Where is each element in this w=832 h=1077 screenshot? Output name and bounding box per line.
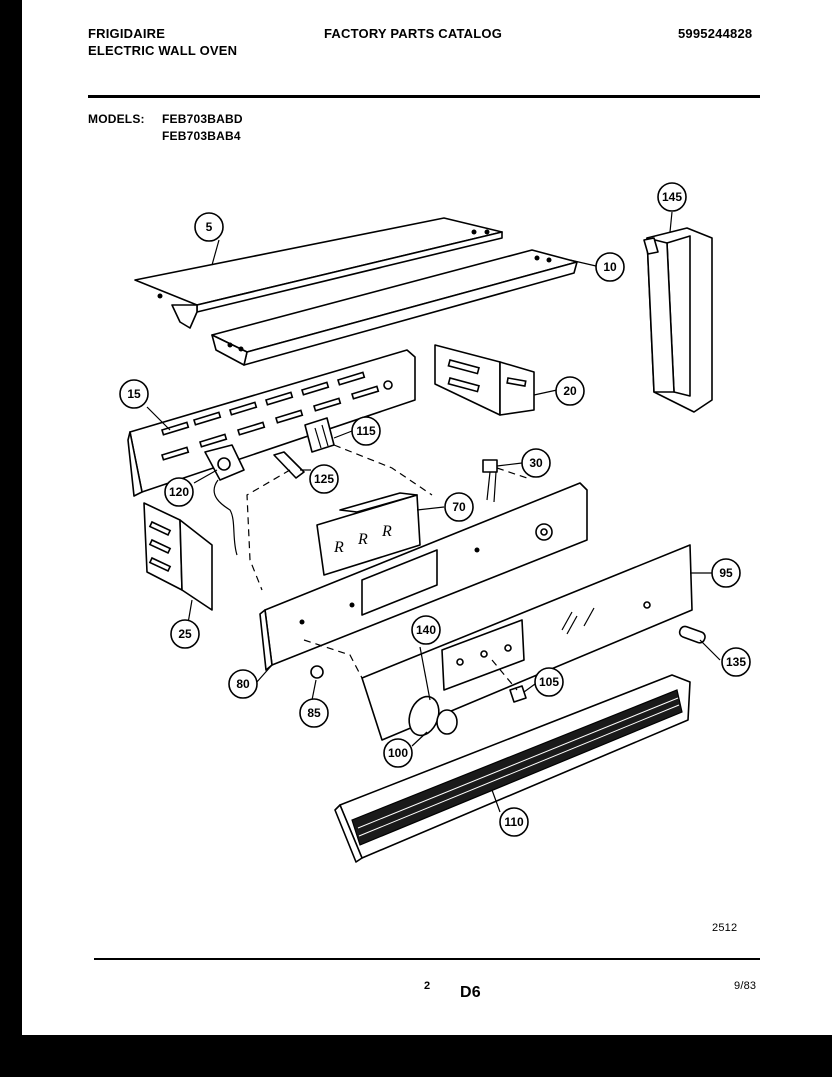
part-glass-panel-95 bbox=[361, 544, 693, 741]
exploded-parts-diagram: R R R bbox=[119, 182, 751, 863]
callout-circle bbox=[309, 464, 339, 494]
part-switch-105 bbox=[509, 685, 527, 703]
callout-circle bbox=[521, 448, 551, 478]
callout-25: 25 bbox=[170, 619, 200, 649]
callout-20: 20 bbox=[555, 376, 585, 406]
callout-label: 135 bbox=[726, 655, 746, 669]
callout-circle bbox=[721, 647, 751, 677]
callout-135: 135 bbox=[721, 647, 751, 677]
svg-text:R: R bbox=[357, 531, 368, 548]
callout-circle bbox=[170, 619, 200, 649]
date-code: 9/83 bbox=[734, 980, 757, 992]
callout-10: 10 bbox=[595, 252, 625, 282]
callout-circle bbox=[711, 558, 741, 588]
part-switch-115 bbox=[304, 417, 335, 453]
callout-label: 5 bbox=[206, 220, 213, 234]
models-label: MODELS: bbox=[88, 112, 145, 126]
callout-circle bbox=[351, 416, 381, 446]
catalog-sheet: FRIGIDAIRE ELECTRIC WALL OVEN FACTORY PA… bbox=[22, 0, 832, 1035]
callout-85: 85 bbox=[299, 698, 329, 728]
catalog-number: 5995244828 bbox=[678, 26, 753, 41]
figure-code: 2512 bbox=[712, 922, 738, 934]
callout-label: 30 bbox=[529, 456, 543, 470]
part-thermostat-120 bbox=[204, 444, 245, 556]
section-code: D6 bbox=[460, 984, 481, 1001]
callout-80: 80 bbox=[228, 669, 258, 699]
part-lamp-135 bbox=[678, 625, 706, 644]
callout-15: 15 bbox=[119, 379, 149, 409]
callout-95: 95 bbox=[711, 558, 741, 588]
callout-label: 115 bbox=[356, 424, 376, 438]
svg-text:R: R bbox=[333, 539, 344, 556]
header-rule bbox=[88, 95, 760, 98]
part-bracket-20 bbox=[434, 344, 535, 416]
part-back-panel-15 bbox=[127, 349, 416, 497]
part-top-trim-5 bbox=[134, 217, 503, 329]
part-handle-110 bbox=[334, 674, 691, 863]
callout-circle bbox=[555, 376, 585, 406]
callout-circle bbox=[119, 379, 149, 409]
model-number-1: FEB703BABD bbox=[162, 112, 243, 126]
callout-label: 100 bbox=[388, 746, 408, 760]
callout-105: 105 bbox=[534, 667, 564, 697]
callout-circle bbox=[534, 667, 564, 697]
part-indicator-85 bbox=[310, 665, 324, 679]
callout-circle bbox=[299, 698, 329, 728]
part-terminal-30 bbox=[482, 459, 498, 503]
part-knob-140 bbox=[408, 695, 458, 737]
product-name: ELECTRIC WALL OVEN bbox=[88, 43, 238, 58]
part-vent-duct-145 bbox=[643, 227, 713, 413]
callout-100: 100 bbox=[383, 738, 413, 768]
callout-label: 145 bbox=[662, 190, 682, 204]
part-lamp-socket-125 bbox=[273, 451, 305, 479]
callout-145: 145 bbox=[657, 182, 687, 212]
callout-120: 120 bbox=[164, 477, 194, 507]
callout-110: 110 bbox=[499, 807, 529, 837]
callout-140: 140 bbox=[411, 615, 441, 645]
brand-name: FRIGIDAIRE bbox=[88, 26, 166, 41]
callout-label: 25 bbox=[178, 627, 192, 641]
callout-label: 20 bbox=[563, 384, 577, 398]
callout-label: 105 bbox=[539, 675, 559, 689]
callout-label: 80 bbox=[236, 677, 250, 691]
page-number: 2 bbox=[424, 980, 431, 992]
callout-circle bbox=[383, 738, 413, 768]
part-clock-70: R R R bbox=[316, 492, 421, 576]
callout-circle bbox=[595, 252, 625, 282]
callout-label: 85 bbox=[307, 706, 321, 720]
callout-circle bbox=[194, 212, 224, 242]
callout-label: 125 bbox=[314, 472, 334, 486]
callout-label: 140 bbox=[416, 623, 436, 637]
callout-5: 5 bbox=[194, 212, 224, 242]
part-control-panel-80 bbox=[259, 482, 588, 671]
callout-label: 70 bbox=[452, 500, 466, 514]
callout-70: 70 bbox=[444, 492, 474, 522]
svg-text:R: R bbox=[381, 523, 392, 540]
callout-label: 15 bbox=[127, 387, 141, 401]
callout-30: 30 bbox=[521, 448, 551, 478]
callout-circle bbox=[444, 492, 474, 522]
callout-125: 125 bbox=[309, 464, 339, 494]
footer-rule bbox=[94, 958, 760, 960]
callout-label: 10 bbox=[603, 260, 617, 274]
callout-circle bbox=[499, 807, 529, 837]
callout-label: 110 bbox=[504, 815, 524, 829]
callout-circle bbox=[164, 477, 194, 507]
callout-circle bbox=[657, 182, 687, 212]
part-side-bracket-25 bbox=[143, 502, 213, 611]
callout-115: 115 bbox=[351, 416, 381, 446]
catalog-title: FACTORY PARTS CATALOG bbox=[324, 26, 503, 41]
callout-label: 95 bbox=[719, 566, 733, 580]
callout-circle bbox=[228, 669, 258, 699]
model-number-2: FEB703BAB4 bbox=[162, 129, 241, 143]
callout-label: 120 bbox=[169, 485, 189, 499]
callout-circle bbox=[411, 615, 441, 645]
